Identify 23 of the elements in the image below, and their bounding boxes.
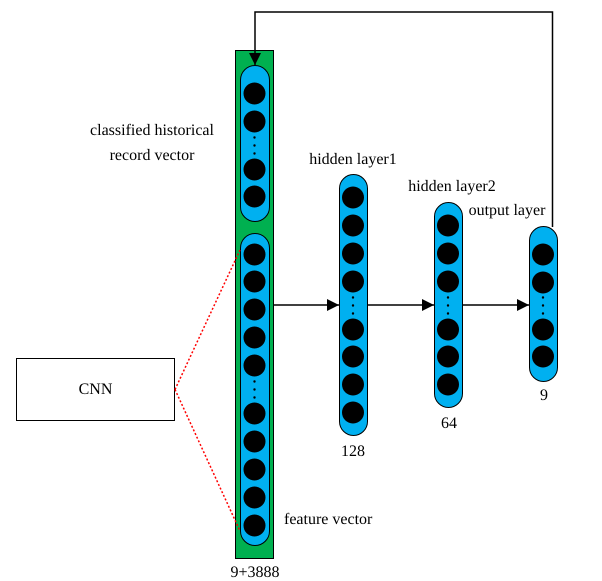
arrow — [368, 299, 434, 311]
arrow — [274, 299, 339, 311]
layer-label: hidden layer1 — [309, 150, 397, 170]
process-box — [16, 358, 175, 421]
size-label: 64 — [441, 414, 457, 434]
size-label: 9 — [540, 386, 548, 406]
neuron-layer-capsule — [529, 226, 558, 382]
arrow — [463, 299, 529, 311]
box-label: CNN — [78, 380, 112, 398]
neuron-layer-capsule — [434, 202, 463, 408]
layer-label: classified historical record vector — [89, 121, 215, 166]
layer-label: hidden layer2 — [408, 177, 496, 196]
layer-label: output layer — [468, 201, 546, 220]
size-label: 128 — [341, 442, 365, 462]
neuron-layer-capsule — [240, 232, 270, 546]
neuron-layer-capsule — [339, 174, 368, 436]
size-label: 9+3888 — [230, 563, 280, 581]
layer-label: feature vector — [284, 510, 372, 530]
dashed-connector — [174, 389, 241, 532]
neuron-layer-capsule — [240, 64, 270, 222]
dashed-connector — [174, 250, 241, 390]
arrow — [249, 11, 554, 227]
layer-bar — [235, 50, 274, 559]
